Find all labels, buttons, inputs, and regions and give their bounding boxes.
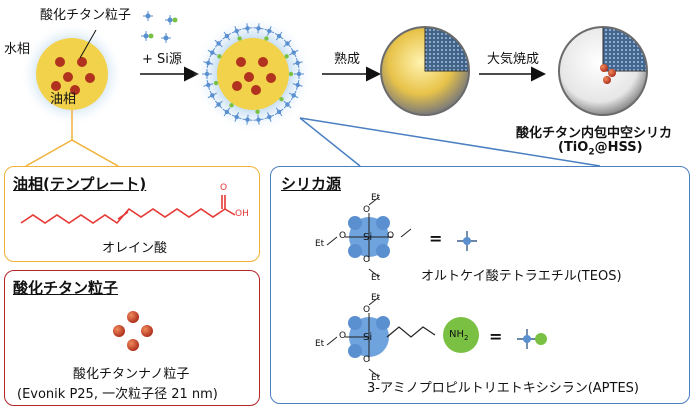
particle-pointer	[79, 29, 97, 59]
tio2-box: 酸化チタン粒子 酸化チタンナノ粒子 (Evonik P25, 一次粒子径 21 …	[4, 270, 260, 406]
silane-molecule	[274, 31, 284, 41]
silane-molecule	[289, 90, 299, 101]
tio2-name: 酸化チタンナノ粒子	[73, 367, 190, 382]
silane-molecule	[274, 107, 284, 117]
silane-molecule	[203, 80, 219, 90]
silane-molecule	[214, 100, 223, 109]
silane-coating	[202, 23, 304, 125]
oil-box-title: 油相(テンプレート)	[13, 175, 147, 193]
silane-molecule	[253, 23, 264, 34]
aptes-si: Si	[363, 332, 373, 343]
silane-molecule	[253, 109, 264, 125]
tio2-particles-2	[232, 57, 276, 95]
add-si-label: + Si源	[142, 52, 182, 67]
aptes-symbol	[517, 329, 547, 349]
silane-molecule	[231, 26, 242, 41]
silane-molecule	[288, 69, 304, 79]
silane-molecule	[292, 58, 303, 68]
silica-source-box: シリカ源 O Et O Et Si O O Et = オルトケイ酸テトラエチル(…	[270, 166, 690, 404]
silane-molecule	[283, 39, 292, 48]
tio2-detail: (Evonik P25, 一次粒子径 21 nm)	[17, 387, 218, 402]
silane-molecule	[214, 39, 223, 48]
oil-phase-box: 油相(テンプレート) O OH オレイン酸	[4, 166, 260, 262]
silane-molecule	[222, 103, 234, 117]
tio2-nanoparticle-icon	[113, 311, 153, 351]
aptes-equals: =	[489, 327, 503, 346]
product-formula: (TiO2@HSS)	[558, 140, 643, 158]
silane-molecule	[292, 80, 303, 90]
tio2-particle-label: 酸化チタン粒子	[40, 8, 132, 23]
teos-equals: =	[429, 229, 443, 248]
teos-symbol	[457, 231, 477, 251]
aged-sphere	[380, 26, 470, 116]
tio2-box-title: 酸化チタン粒子	[13, 279, 119, 297]
teos-structure	[326, 196, 412, 278]
silane-molecule	[264, 112, 275, 122]
aptes-name: 3-アミノプロピルトリエトキシシラン(APTES)	[367, 381, 639, 396]
tio2-particles-1	[51, 57, 95, 95]
silica-connector	[299, 117, 361, 167]
silane-molecule	[203, 58, 214, 68]
silane-molecule	[242, 23, 253, 34]
aging-label: 熟成	[334, 52, 361, 67]
hollow-sphere	[558, 26, 648, 116]
water-phase-label: 水相	[4, 42, 31, 57]
silane-molecule	[207, 47, 222, 59]
silane-molecule	[242, 114, 253, 125]
oleic-acid-structure	[20, 195, 236, 225]
teos-si: Si	[363, 232, 373, 243]
aptes-nh2: NH2	[449, 329, 469, 342]
silane-molecule	[231, 112, 242, 122]
hydroxyl-oh: OH	[235, 209, 249, 219]
silica-box-title: シリカ源	[281, 175, 342, 193]
silane-molecule	[284, 47, 299, 59]
oil-phase-label: 油相	[50, 92, 77, 107]
silane-molecule	[207, 90, 217, 101]
aptes-structure	[326, 296, 479, 378]
silane-molecule	[279, 96, 292, 109]
teos-name: オルトケイ酸テトラエチル(TEOS)	[421, 269, 622, 284]
product-label: 酸化チタン内包中空シリカ	[516, 126, 673, 141]
oleic-acid-label: オレイン酸	[102, 241, 168, 256]
si-source-molecules	[141, 11, 178, 43]
carbonyl-o: O	[220, 183, 228, 193]
silane-molecule	[202, 69, 212, 79]
silane-molecule	[264, 26, 275, 41]
calcination-label: 大気焼成	[487, 52, 540, 67]
silane-molecule	[222, 31, 232, 41]
